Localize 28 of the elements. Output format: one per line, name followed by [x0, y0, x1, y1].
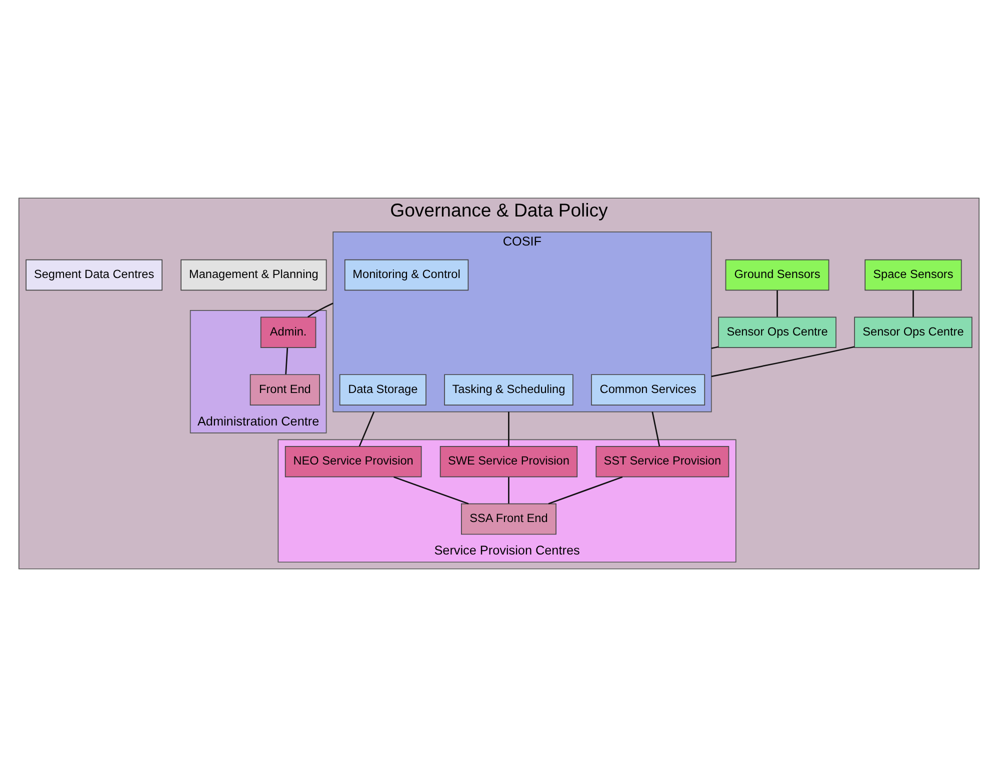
- node-box: SWE Service Provision: [440, 446, 578, 478]
- node-box: SSA Front End: [461, 503, 556, 535]
- node-box: Management & Planning: [180, 259, 327, 291]
- node-box: Admin.: [260, 316, 316, 348]
- connector: [776, 290, 778, 317]
- node-box: Sensor Ops Centre: [718, 316, 836, 348]
- node-box: Ground Sensors: [725, 259, 830, 291]
- node-box: Tasking & Scheduling: [444, 374, 574, 406]
- node-box: Monitoring & Control: [344, 259, 469, 291]
- connector: [508, 477, 510, 504]
- connector: [548, 476, 623, 504]
- connector: [508, 412, 510, 446]
- connector: [711, 346, 719, 349]
- node-box: Segment Data Centres: [26, 259, 162, 291]
- connector: [285, 348, 288, 374]
- node-box: Sensor Ops Centre: [854, 316, 972, 348]
- node-box: Common Services: [591, 374, 706, 406]
- node-box: Front End: [250, 374, 320, 406]
- connector: [711, 346, 854, 378]
- node-box: SST Service Provision: [596, 446, 730, 478]
- node-box: Data Storage: [339, 374, 426, 406]
- connector: [394, 476, 469, 504]
- node-box: NEO Service Provision: [284, 446, 422, 478]
- connector: [358, 412, 375, 447]
- node-box: Space Sensors: [864, 259, 962, 291]
- connector: [652, 412, 660, 446]
- connector: [912, 290, 914, 317]
- connector: [307, 302, 334, 318]
